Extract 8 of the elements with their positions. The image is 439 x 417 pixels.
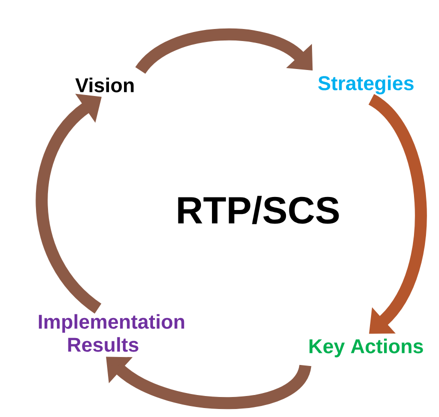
center-title: RTP/SCS (178, 196, 339, 224)
stage-label: Vision (75, 78, 134, 92)
curved-arrow (36, 94, 102, 314)
stage-label: Implementation Results (38, 314, 184, 352)
stage-label: Key Actions (310, 338, 423, 358)
curved-arrow (368, 94, 427, 334)
curved-arrow (136, 28, 313, 74)
stage-label: Strategies (318, 76, 414, 94)
